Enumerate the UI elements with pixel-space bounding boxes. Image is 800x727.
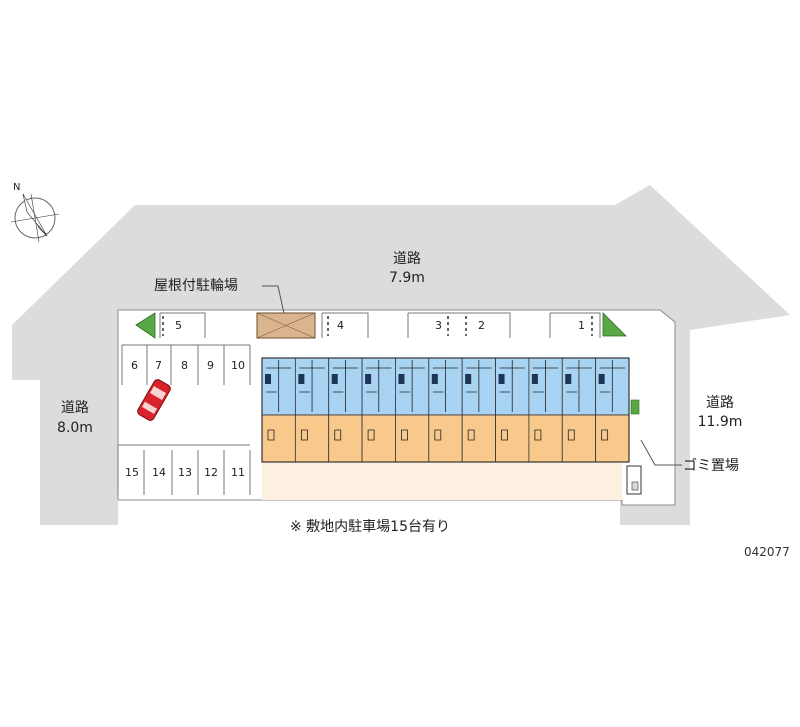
slot-8: 8 (181, 359, 188, 372)
apartment-unit (495, 357, 530, 463)
right-road-width: 11.9m (698, 414, 743, 430)
bicycle-parking-leader (262, 285, 286, 319)
apartment-unit (361, 357, 396, 463)
apartment-unit (261, 357, 296, 463)
parking-top-row (159, 312, 601, 338)
left-road-name: 道路 (61, 400, 89, 416)
left-road-width: 8.0m (57, 420, 93, 436)
slot-15: 15 (125, 466, 139, 479)
slot-4: 4 (337, 319, 344, 332)
slot-numbers: 5 4 3 2 1 6 7 8 9 10 15 14 13 12 11 (125, 319, 585, 479)
slot-7: 7 (155, 359, 162, 372)
apartment-unit (561, 357, 597, 463)
slot-3: 3 (435, 319, 442, 332)
slot-2: 2 (478, 319, 485, 332)
slot-14: 14 (152, 466, 166, 479)
slot-11: 11 (231, 466, 245, 479)
slot-6: 6 (131, 359, 138, 372)
car-icon (137, 379, 171, 421)
apartment-building (261, 357, 630, 500)
apartment-unit (528, 357, 563, 463)
apartment-unit (294, 357, 330, 463)
apartment-unit (595, 357, 630, 463)
slot-12: 12 (204, 466, 218, 479)
slot-10: 10 (231, 359, 245, 372)
slot-5: 5 (175, 319, 182, 332)
top-road-width: 7.9m (389, 270, 425, 286)
apartment-unit (328, 357, 363, 463)
apartment-unit (461, 357, 496, 463)
building-outline (261, 357, 630, 463)
bicycle-parking-label: 屋根付駐輪場 (154, 277, 238, 294)
building-units (261, 357, 630, 463)
parking-note: ※ 敷地内駐車場15台有り (290, 518, 450, 535)
garbage-area (626, 399, 682, 495)
planting-left (135, 312, 156, 339)
compass-icon: N (10, 182, 60, 243)
apartment-unit (395, 357, 430, 463)
property-code: 042077 (744, 545, 790, 559)
apartment-unit (428, 357, 463, 463)
top-road-name: 道路 (393, 251, 421, 267)
compass-north-label: N (13, 182, 20, 193)
slot-13: 13 (178, 466, 192, 479)
parking-middle-row (121, 344, 251, 385)
right-road-name: 道路 (706, 395, 734, 411)
slot-1: 1 (578, 319, 585, 332)
parking-bottom-row (117, 444, 251, 495)
planting-right (602, 312, 627, 337)
slot-9: 9 (207, 359, 214, 372)
garbage-label: ゴミ置場 (683, 457, 739, 474)
